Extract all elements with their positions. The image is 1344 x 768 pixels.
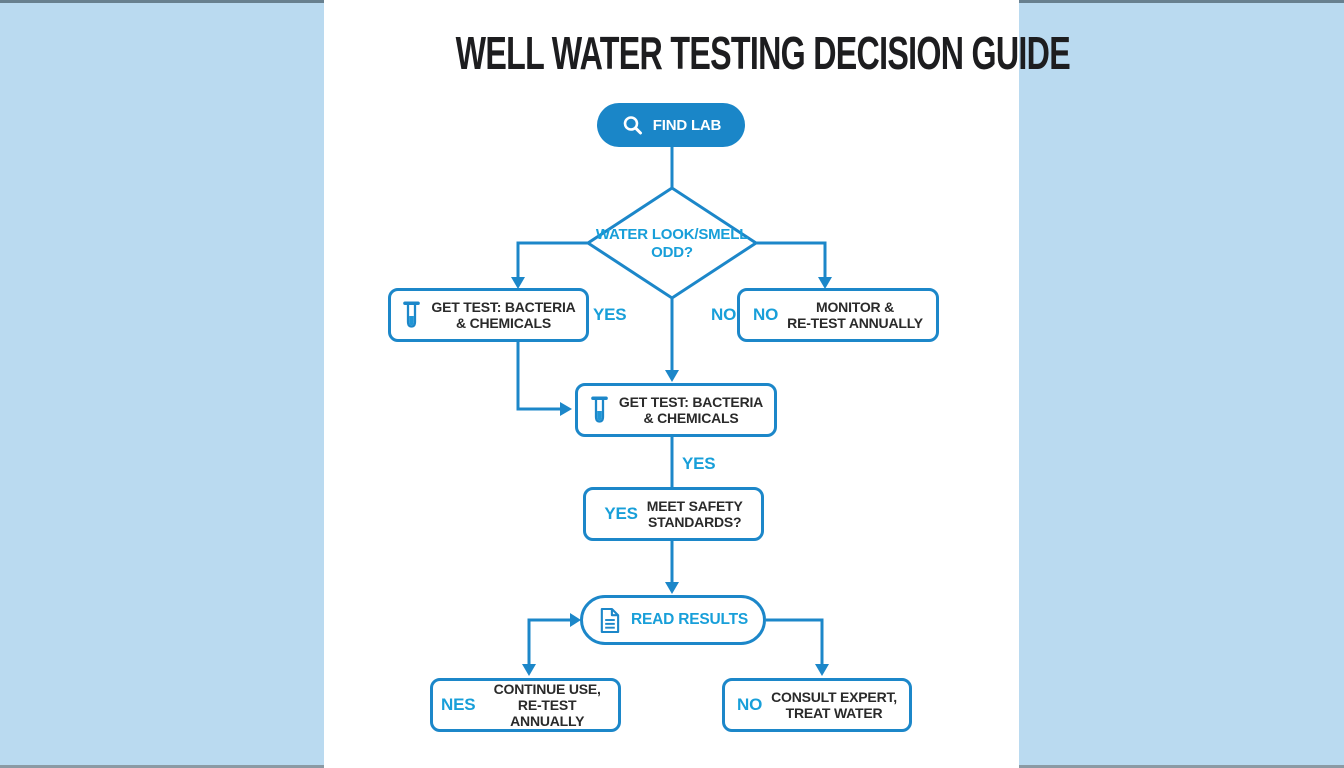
- node-tag: NO: [753, 305, 779, 324]
- node-tag: NES: [441, 695, 476, 714]
- node-tag: YES: [604, 504, 638, 523]
- test-tube-icon: [403, 301, 421, 328]
- branch-label-no-right: NO: [711, 305, 737, 324]
- arrowhead-into-continue: [522, 664, 536, 676]
- arrowhead-into-lefttest: [511, 277, 525, 289]
- connector-results-right: [766, 618, 824, 665]
- arrowhead-into-monitor: [818, 277, 832, 289]
- page-title-text: WELL WATER TESTING DECISION GUIDE: [455, 27, 1071, 79]
- node-get-test-mid: GET TEST: BACTERIA & CHEMICALS: [575, 383, 777, 437]
- test-tube-icon: [591, 396, 608, 423]
- connector-lefttest-to-midtest: [516, 341, 560, 411]
- arrowhead-into-results: [665, 582, 679, 594]
- decision-label: WATER LOOK/SMELL ODD?: [595, 226, 749, 261]
- connector-decision-no: [756, 241, 827, 278]
- arrowhead-into-midtest-side: [560, 402, 572, 416]
- find-lab-label: FIND LAB: [652, 116, 722, 134]
- find-lab-button[interactable]: FIND LAB: [597, 103, 745, 147]
- arrowhead-into-results-left: [570, 613, 581, 627]
- magnifier-icon: [623, 115, 642, 134]
- node-continue-use: NES CONTINUE USE, RE-TEST ANNUALLY: [430, 678, 621, 732]
- arrowhead-into-consult: [815, 664, 829, 676]
- arrowhead-into-midtest: [665, 370, 679, 382]
- node-read-results: READ RESULTS: [580, 595, 766, 645]
- node-monitor: NO MONITOR & RE-TEST ANNUALLY: [737, 288, 939, 342]
- node-label: CONSULT EXPERT, TREAT WATER: [771, 688, 897, 721]
- connector-decision-yes: [516, 241, 588, 278]
- node-label: CONTINUE USE, RE-TEST ANNUALLY: [493, 680, 601, 730]
- node-label: MEET SAFETY STANDARDS?: [646, 497, 743, 530]
- branch-label-yes-mid: YES: [682, 454, 716, 473]
- node-get-test-left: GET TEST: BACTERIA & CHEMICALS: [388, 288, 589, 342]
- node-meet-safety: YES MEET SAFETY STANDARDS?: [583, 487, 764, 541]
- node-consult-expert: NO CONSULT EXPERT, TREAT WATER: [722, 678, 912, 732]
- node-label: GET TEST: BACTERIA & CHEMICALS: [431, 298, 576, 331]
- branch-label-yes-left: YES: [593, 305, 627, 324]
- page-title: WELL WATER TESTING DECISION GUIDE: [324, 26, 1071, 80]
- node-label: MONITOR & RE-TEST ANNUALLY: [787, 298, 923, 331]
- connector-results-left: [527, 618, 570, 665]
- node-tag: NO: [737, 695, 763, 714]
- node-label: READ RESULTS: [630, 611, 748, 628]
- node-label: GET TEST: BACTERIA & CHEMICALS: [618, 393, 764, 426]
- document-icon: [600, 607, 620, 633]
